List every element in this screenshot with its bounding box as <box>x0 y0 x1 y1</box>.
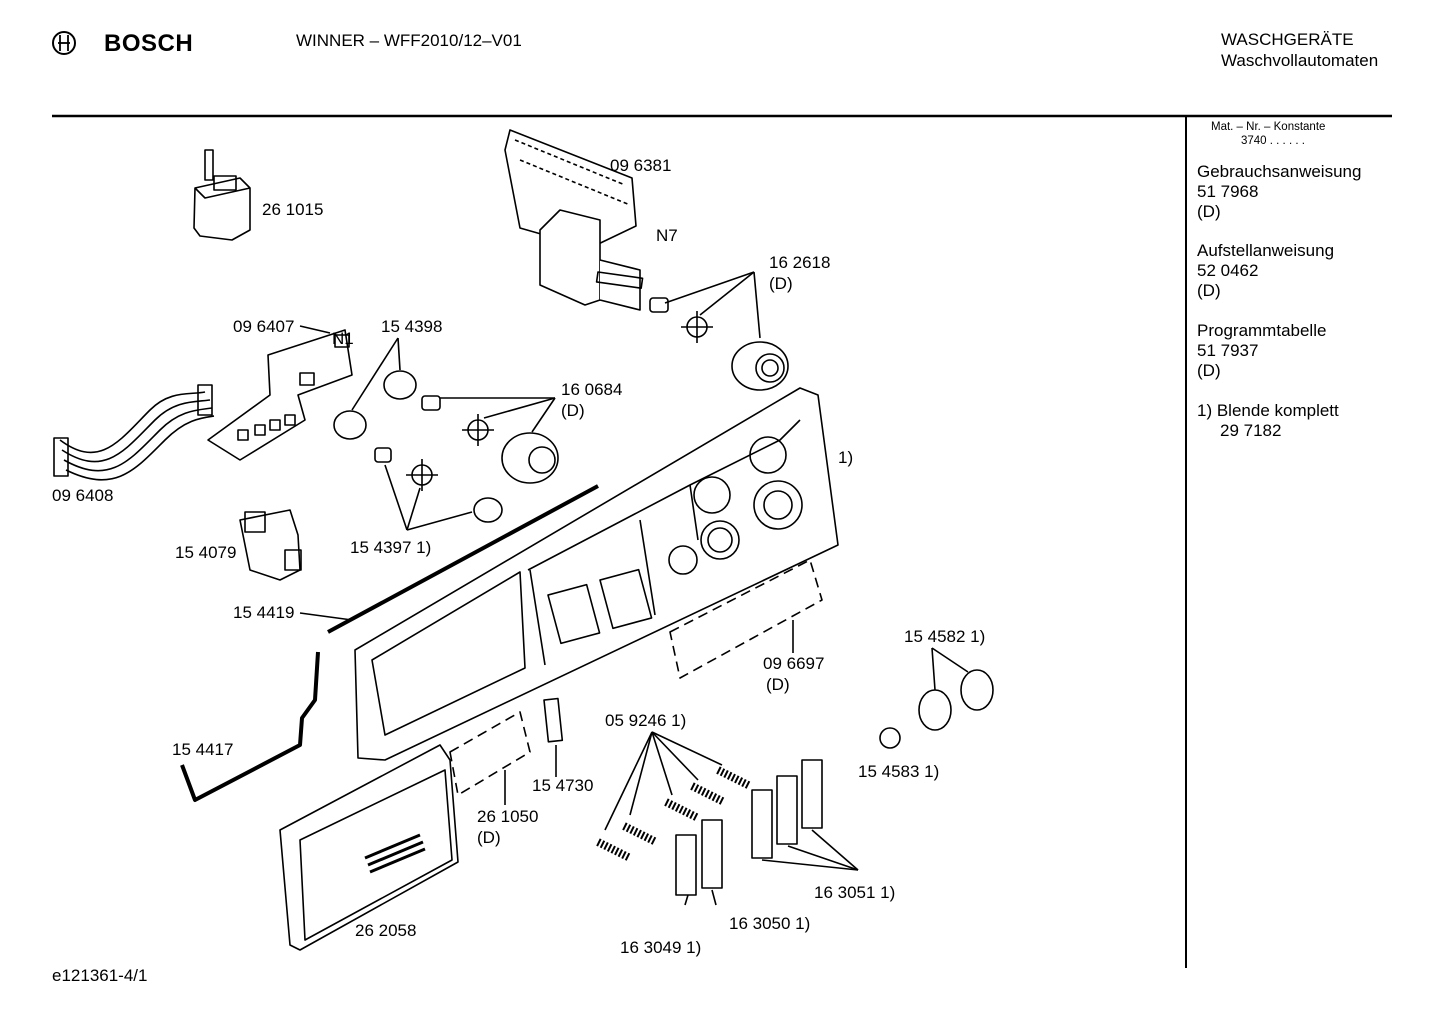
part-096381-drawing <box>504 129 644 311</box>
part-label: 15 4079 <box>175 543 237 562</box>
doc-number: 51 7937 <box>1197 341 1259 360</box>
part-label: 16 2618 <box>769 253 831 272</box>
part-label: 15 4730 <box>532 776 594 795</box>
part-261015-drawing <box>193 149 251 241</box>
doc-note: (D) <box>1197 281 1221 300</box>
doc-note: (D) <box>1197 361 1221 380</box>
part-label: 09 6697 <box>763 654 825 673</box>
leader-154419 <box>299 612 353 621</box>
part-label: 05 9246 1) <box>605 711 687 730</box>
part-clips-drawing <box>675 759 859 906</box>
drawing-id: e121361-4/1 <box>52 966 148 985</box>
part-label: (D) <box>477 828 501 847</box>
part-059246-drawing <box>596 731 752 862</box>
part-154582-drawing <box>918 647 994 731</box>
part-160684-drawing <box>421 395 559 484</box>
part-label: 15 4419 <box>233 603 295 622</box>
doc-number: 51 7968 <box>1197 182 1259 201</box>
part-154398-drawing <box>333 337 417 440</box>
category-title: WASCHGERÄTE <box>1221 30 1354 49</box>
part-096697-drawing <box>669 559 823 679</box>
part-label: 26 2058 <box>355 921 417 940</box>
part-label: 26 1015 <box>262 200 324 219</box>
part-label: 15 4582 1) <box>904 627 986 646</box>
part-label: 15 4417 <box>172 740 234 759</box>
part-label: 1) <box>838 448 854 467</box>
part-label: (D) <box>561 401 585 420</box>
brand-logo-text: BOSCH <box>104 30 194 57</box>
part-label: N1 <box>332 329 354 348</box>
part-label: 26 1050 <box>477 807 539 826</box>
part-label: (D) <box>769 274 793 293</box>
footnote-number: 29 7182 <box>1220 421 1282 440</box>
part-label: 09 6381 <box>610 156 672 175</box>
part-label: (D) <box>766 675 790 694</box>
part-label: N7 <box>656 226 678 245</box>
mat-value: 3740 . . . . . . <box>1241 135 1305 147</box>
part-154730-drawing <box>543 697 564 743</box>
part-096407-drawing <box>207 325 353 461</box>
subcategory-title: Waschvollautomaten <box>1221 51 1379 70</box>
part-label: 16 0684 <box>561 380 623 399</box>
front-panel-drawing <box>354 387 839 761</box>
part-154417-drawing <box>180 651 320 802</box>
part-label: 15 4583 1) <box>858 762 940 781</box>
part-label: 09 6407 <box>233 317 295 336</box>
doc-title: Aufstellanweisung <box>1197 241 1335 260</box>
model-title: WINNER – WFF2010/12–V01 <box>296 31 522 50</box>
part-label: 16 3051 1) <box>814 883 896 902</box>
doc-note: (D) <box>1197 202 1221 221</box>
mat-label: Mat. – Nr. – Konstante <box>1211 121 1326 133</box>
part-162618-drawing <box>649 271 789 391</box>
bosch-logo-icon <box>52 31 76 55</box>
part-261050-drawing <box>449 711 531 796</box>
part-262058-drawing <box>279 744 459 951</box>
part-label: 15 4397 1) <box>350 538 432 557</box>
part-154079-drawing <box>239 509 302 581</box>
part-154583-drawing <box>879 727 901 749</box>
doc-title: Programmtabelle <box>1197 321 1327 340</box>
part-label: 16 3049 1) <box>620 938 702 957</box>
doc-title: Gebrauchsanweisung <box>1197 162 1362 181</box>
doc-number: 52 0462 <box>1197 261 1259 280</box>
footnote: 1) Blende komplett <box>1197 401 1339 420</box>
part-label: 15 4398 <box>381 317 443 336</box>
part-154397-drawing <box>374 447 503 531</box>
part-096408-drawing <box>53 384 215 481</box>
part-label: 16 3050 1) <box>729 914 811 933</box>
part-label: 09 6408 <box>52 486 114 505</box>
